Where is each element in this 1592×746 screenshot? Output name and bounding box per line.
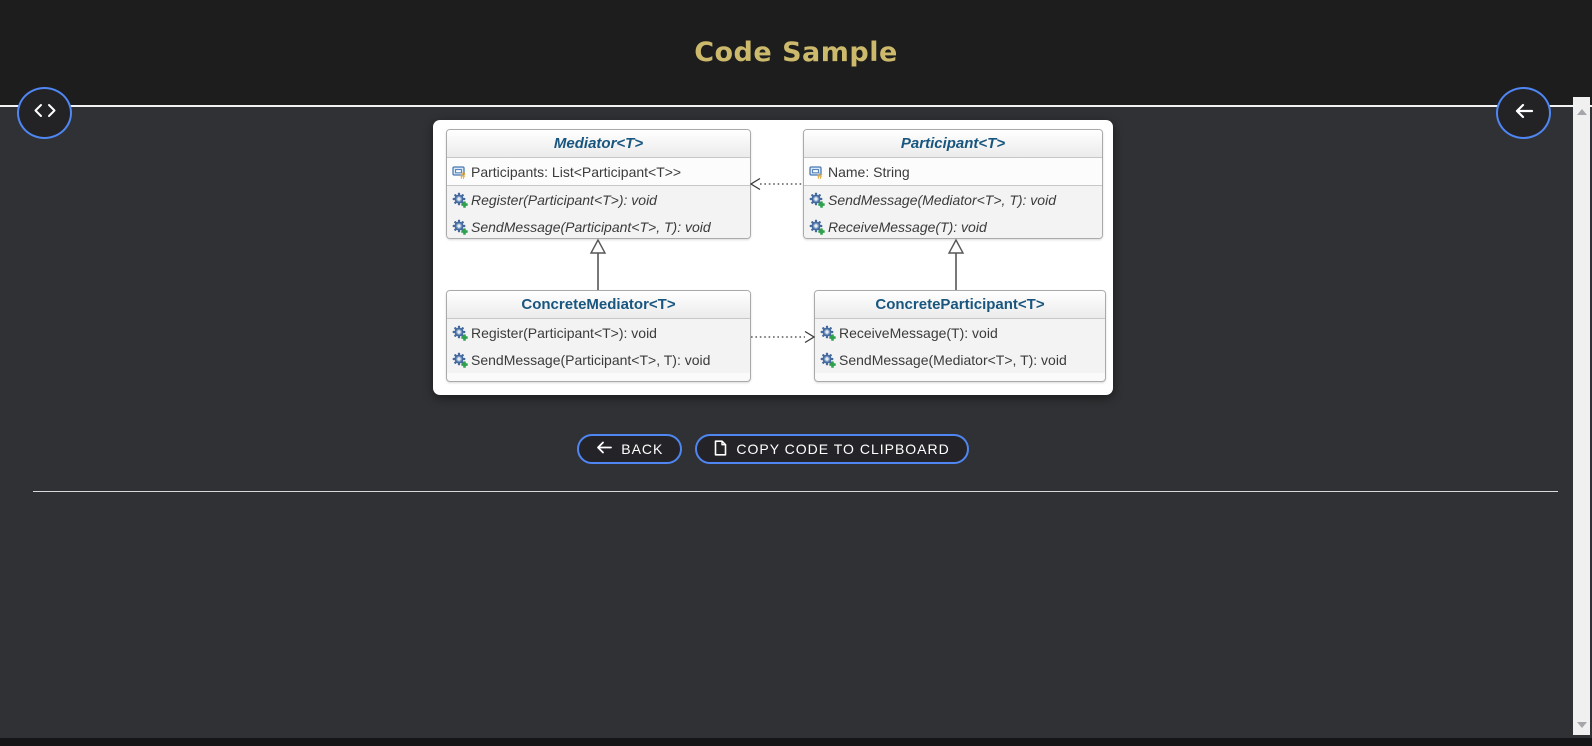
code-icon (33, 103, 57, 123)
method-public-icon (809, 192, 825, 208)
class-name: Participant<T> (804, 130, 1102, 157)
method-public-icon (820, 352, 836, 368)
class-method: SendMessage(Participant<T>, T): void (447, 346, 750, 373)
uml-class-participant: Participant<T> Name: String SendMessage(… (803, 129, 1103, 239)
class-method: SendMessage(Mediator<T>, T): void (815, 346, 1105, 373)
class-method: ReceiveMessage(T): void (804, 213, 1102, 238)
arrow-left-icon (1514, 103, 1534, 124)
page-title: Code Sample (694, 37, 898, 68)
method-public-icon (452, 192, 468, 208)
back-button-label: BACK (621, 441, 664, 457)
method-public-icon (452, 219, 468, 235)
uml-class-concrete-participant: ConcreteParticipant<T> ReceiveMessage(T)… (814, 290, 1106, 382)
class-attribute: Participants: List<Participant<T>> (447, 158, 750, 185)
scroll-down-icon (1576, 721, 1587, 728)
scroll-up-button[interactable] (1573, 103, 1590, 120)
app-header: Code Sample (0, 0, 1592, 107)
class-name: Mediator<T> (447, 130, 750, 157)
class-method: ReceiveMessage(T): void (815, 319, 1105, 346)
method-public-icon (809, 219, 825, 235)
method-public-icon (452, 325, 468, 341)
uml-class-mediator: Mediator<T> Participants: List<Participa… (446, 129, 751, 239)
method-public-icon (452, 352, 468, 368)
back-button[interactable]: BACK (577, 434, 683, 464)
window-bottom-edge (0, 738, 1592, 746)
field-protected-icon (809, 165, 824, 180)
section-divider (33, 491, 1558, 492)
vertical-scrollbar[interactable] (1573, 97, 1590, 735)
scroll-down-button[interactable] (1573, 716, 1590, 733)
uml-diagram-panel: Mediator<T> Participants: List<Participa… (433, 120, 1113, 395)
class-name: ConcreteParticipant<T> (815, 291, 1105, 318)
collapse-panel-button[interactable] (1496, 87, 1551, 139)
class-method: Register(Participant<T>): void (447, 319, 750, 346)
copy-code-button-label: COPY CODE TO CLIPBOARD (736, 441, 950, 457)
field-protected-icon (452, 165, 467, 180)
class-name: ConcreteMediator<T> (447, 291, 750, 318)
code-toggle-button[interactable] (17, 87, 72, 139)
class-attribute: Name: String (804, 158, 1102, 185)
copy-code-button[interactable]: COPY CODE TO CLIPBOARD (695, 434, 969, 464)
class-method: Register(Participant<T>): void (447, 186, 750, 213)
back-arrow-icon (596, 441, 613, 457)
class-method: SendMessage(Mediator<T>, T): void (804, 186, 1102, 213)
scroll-up-icon (1576, 108, 1587, 115)
action-button-row: BACK COPY CODE TO CLIPBOARD (433, 434, 1113, 464)
copy-document-icon (714, 439, 727, 459)
uml-class-concrete-mediator: ConcreteMediator<T> Register(Participant… (446, 290, 751, 382)
class-method: SendMessage(Participant<T>, T): void (447, 213, 750, 238)
method-public-icon (820, 325, 836, 341)
